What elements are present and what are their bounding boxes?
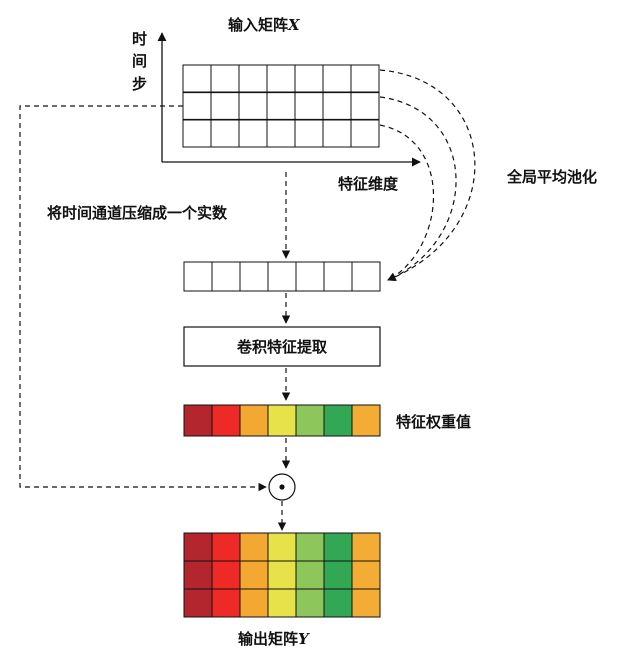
skip-connection-arrow (19, 105, 267, 492)
output-cell (239, 588, 269, 618)
time-axis-label-2: 间 (132, 52, 147, 70)
input-cell (182, 91, 212, 121)
output-cell (295, 560, 325, 590)
pooled-vector (183, 261, 381, 292)
weight-cell (183, 404, 213, 437)
input-cell (294, 119, 324, 148)
input-matrix (182, 64, 380, 148)
input-cell (238, 64, 268, 93)
feature-weights-label: 特征权重值 (396, 413, 471, 431)
output-cell (323, 532, 353, 562)
input-matrix-title: 输入矩阵X (228, 16, 301, 34)
output-cell (267, 588, 297, 618)
input-cell (182, 64, 212, 93)
weight-cell (295, 404, 325, 437)
output-cell (239, 532, 269, 562)
pooled-cell (295, 261, 325, 292)
output-cell (211, 588, 241, 618)
input-cell (238, 119, 268, 148)
output-matrix-title: 输出矩阵Y (238, 630, 310, 648)
pooled-cell (323, 261, 353, 292)
input-cell (238, 91, 268, 121)
conv-feature-box (183, 326, 381, 367)
time-axis-label-1: 时 (132, 30, 147, 48)
conv-feature-label: 卷积特征提取 (236, 338, 328, 356)
output-cell (323, 560, 353, 590)
weight-cell (211, 404, 241, 437)
output-cell (351, 560, 381, 590)
input-cell (266, 119, 296, 148)
output-cell (183, 532, 213, 562)
input-cell (266, 91, 296, 121)
input-cell (350, 64, 380, 93)
input-cell (182, 119, 212, 148)
pool-arrow-row3 (379, 124, 435, 281)
weight-cell (351, 404, 381, 437)
input-cell (322, 64, 352, 93)
pooled-cell (211, 261, 241, 292)
input-cell (322, 91, 352, 121)
output-cell (295, 532, 325, 562)
input-cell (210, 91, 240, 121)
pooled-cell (351, 261, 381, 292)
weight-cell (323, 404, 353, 437)
multiply-dot-icon (279, 484, 285, 490)
pooled-cell (183, 261, 213, 292)
input-cell (210, 119, 240, 148)
output-cell (295, 588, 325, 618)
output-cell (267, 560, 297, 590)
time-axis-label-3: 步 (132, 75, 147, 93)
output-cell (211, 560, 241, 590)
input-cell (210, 64, 240, 93)
input-cell (322, 119, 352, 148)
input-cell (294, 64, 324, 93)
output-cell (323, 588, 353, 618)
input-cell (350, 119, 380, 148)
input-cell (266, 64, 296, 93)
pooled-cell (239, 261, 269, 292)
input-cell (294, 91, 324, 121)
output-cell (239, 560, 269, 590)
weight-cell (267, 404, 297, 437)
compress-text: 将时间通道压缩成一个实数 (47, 204, 228, 222)
pooled-cell (267, 261, 297, 292)
output-cell (211, 532, 241, 562)
weight-cell (239, 404, 269, 437)
output-cell (267, 532, 297, 562)
output-cell (183, 588, 213, 618)
output-cell (351, 532, 381, 562)
output-cell (183, 560, 213, 590)
pool-arrow-row1 (379, 69, 476, 282)
output-cell (351, 588, 381, 618)
feature-weight-vector (183, 404, 381, 437)
output-matrix (183, 532, 381, 618)
input-cell (350, 91, 380, 121)
feature-axis-label: 特征维度 (338, 175, 399, 193)
global-avg-pool-label: 全局平均池化 (506, 168, 597, 186)
